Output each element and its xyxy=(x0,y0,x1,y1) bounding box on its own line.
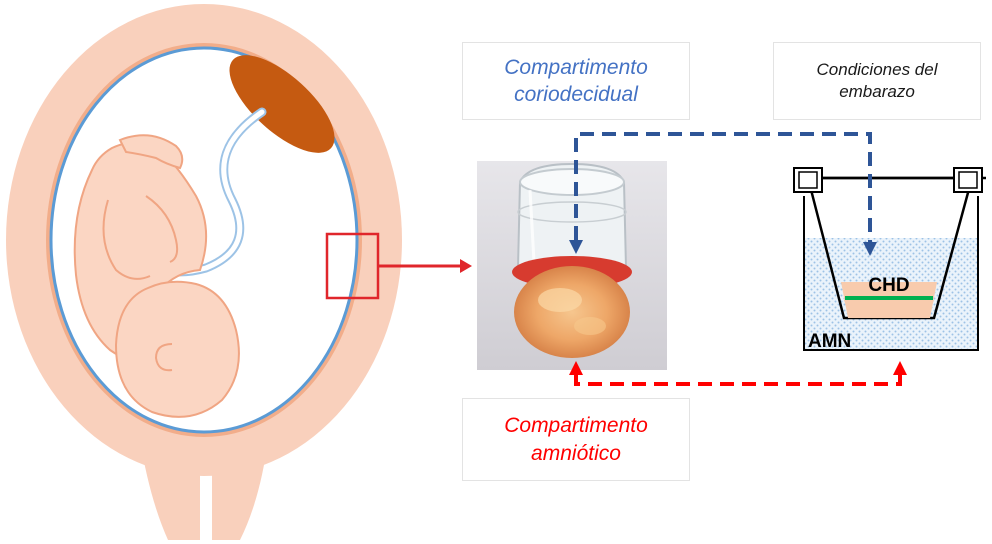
uterus-fetus-illustration xyxy=(6,4,472,540)
red-arrowhead-right xyxy=(893,361,907,375)
amniotic-label-line1: Compartimento xyxy=(504,412,648,439)
transwell-insert-icon: CHD AMN xyxy=(794,168,986,352)
choriodecidual-label-line2: coriodecidual xyxy=(504,81,648,108)
amniotic-label-line2: amniótico xyxy=(504,440,648,467)
membrane-tissue xyxy=(514,266,630,358)
conditions-label-line2: embarazo xyxy=(817,81,938,103)
membrane-photo xyxy=(477,161,667,370)
fetus-head xyxy=(116,282,239,417)
choriodecidual-label-box: Compartimento coriodecidual xyxy=(462,42,690,120)
conditions-label-box: Condiciones del embarazo xyxy=(773,42,981,120)
chd-label: CHD xyxy=(868,275,909,296)
zoom-arrow-head xyxy=(460,259,472,273)
amn-layer xyxy=(844,300,934,318)
amniotic-label-box: Compartimento amniótico xyxy=(462,398,690,481)
conditions-label-line1: Condiciones del xyxy=(817,59,938,81)
choriodecidual-label-line1: Compartimento xyxy=(504,54,648,81)
amn-label: AMN xyxy=(808,331,851,352)
